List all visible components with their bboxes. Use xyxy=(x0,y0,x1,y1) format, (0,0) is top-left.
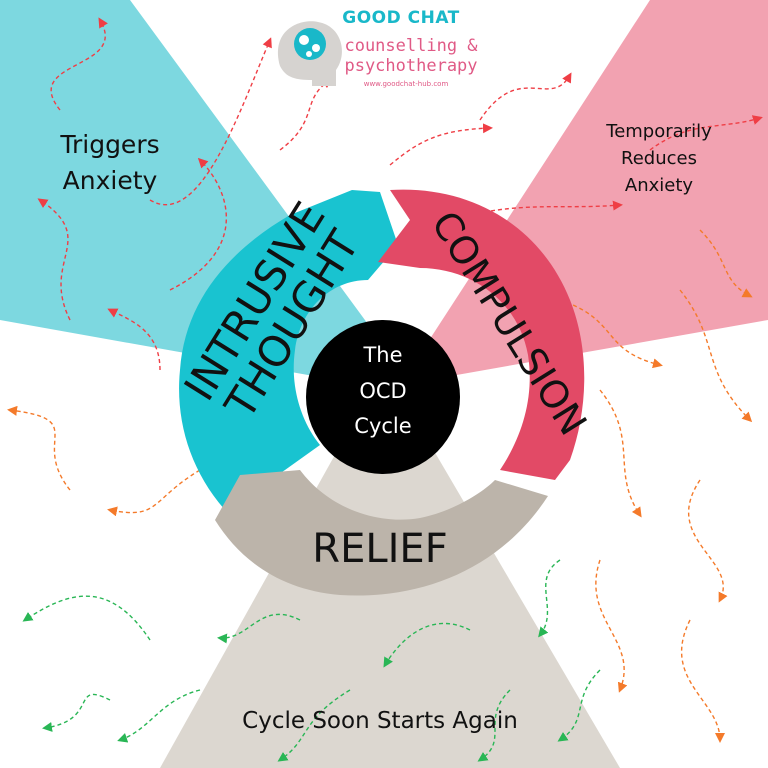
center-title: The OCD Cycle xyxy=(318,338,448,445)
compulsion-segment[interactable] xyxy=(378,189,585,480)
relief-label: RELIEF xyxy=(312,526,447,572)
green-arrows xyxy=(22,559,601,762)
brand-line1: counselling & xyxy=(344,36,478,56)
brand-line2: psychotherapy xyxy=(344,56,478,76)
orange-arrows xyxy=(7,229,753,743)
reduces-anxiety-text: Temporarily Reduces Anxiety xyxy=(566,118,752,199)
center-title-line2: OCD xyxy=(359,378,407,403)
brand-name: GOOD CHAT xyxy=(342,8,460,28)
center-title-line1: The xyxy=(363,343,403,367)
center-title-line3: Cycle xyxy=(354,414,412,439)
triggers-anxiety-text: Triggers Anxiety xyxy=(20,127,200,198)
brand-url: www.goodchat-hub.com xyxy=(363,80,449,88)
triggers-line1: Triggers xyxy=(60,130,160,159)
head-gears-icon xyxy=(278,21,342,86)
relief-segment[interactable] xyxy=(215,470,548,596)
red-arrows xyxy=(37,17,763,371)
cycle-starts-again-text: Cycle Soon Starts Again xyxy=(242,708,518,734)
temp-line1: Temporarily xyxy=(606,121,712,142)
temp-line2: Reduces xyxy=(621,148,697,169)
triggers-line2: Anxiety xyxy=(62,165,158,195)
ocd-cycle-center xyxy=(306,320,460,474)
temp-line3: Anxiety xyxy=(624,175,694,196)
intrusive-thought-segment[interactable] xyxy=(179,190,398,510)
